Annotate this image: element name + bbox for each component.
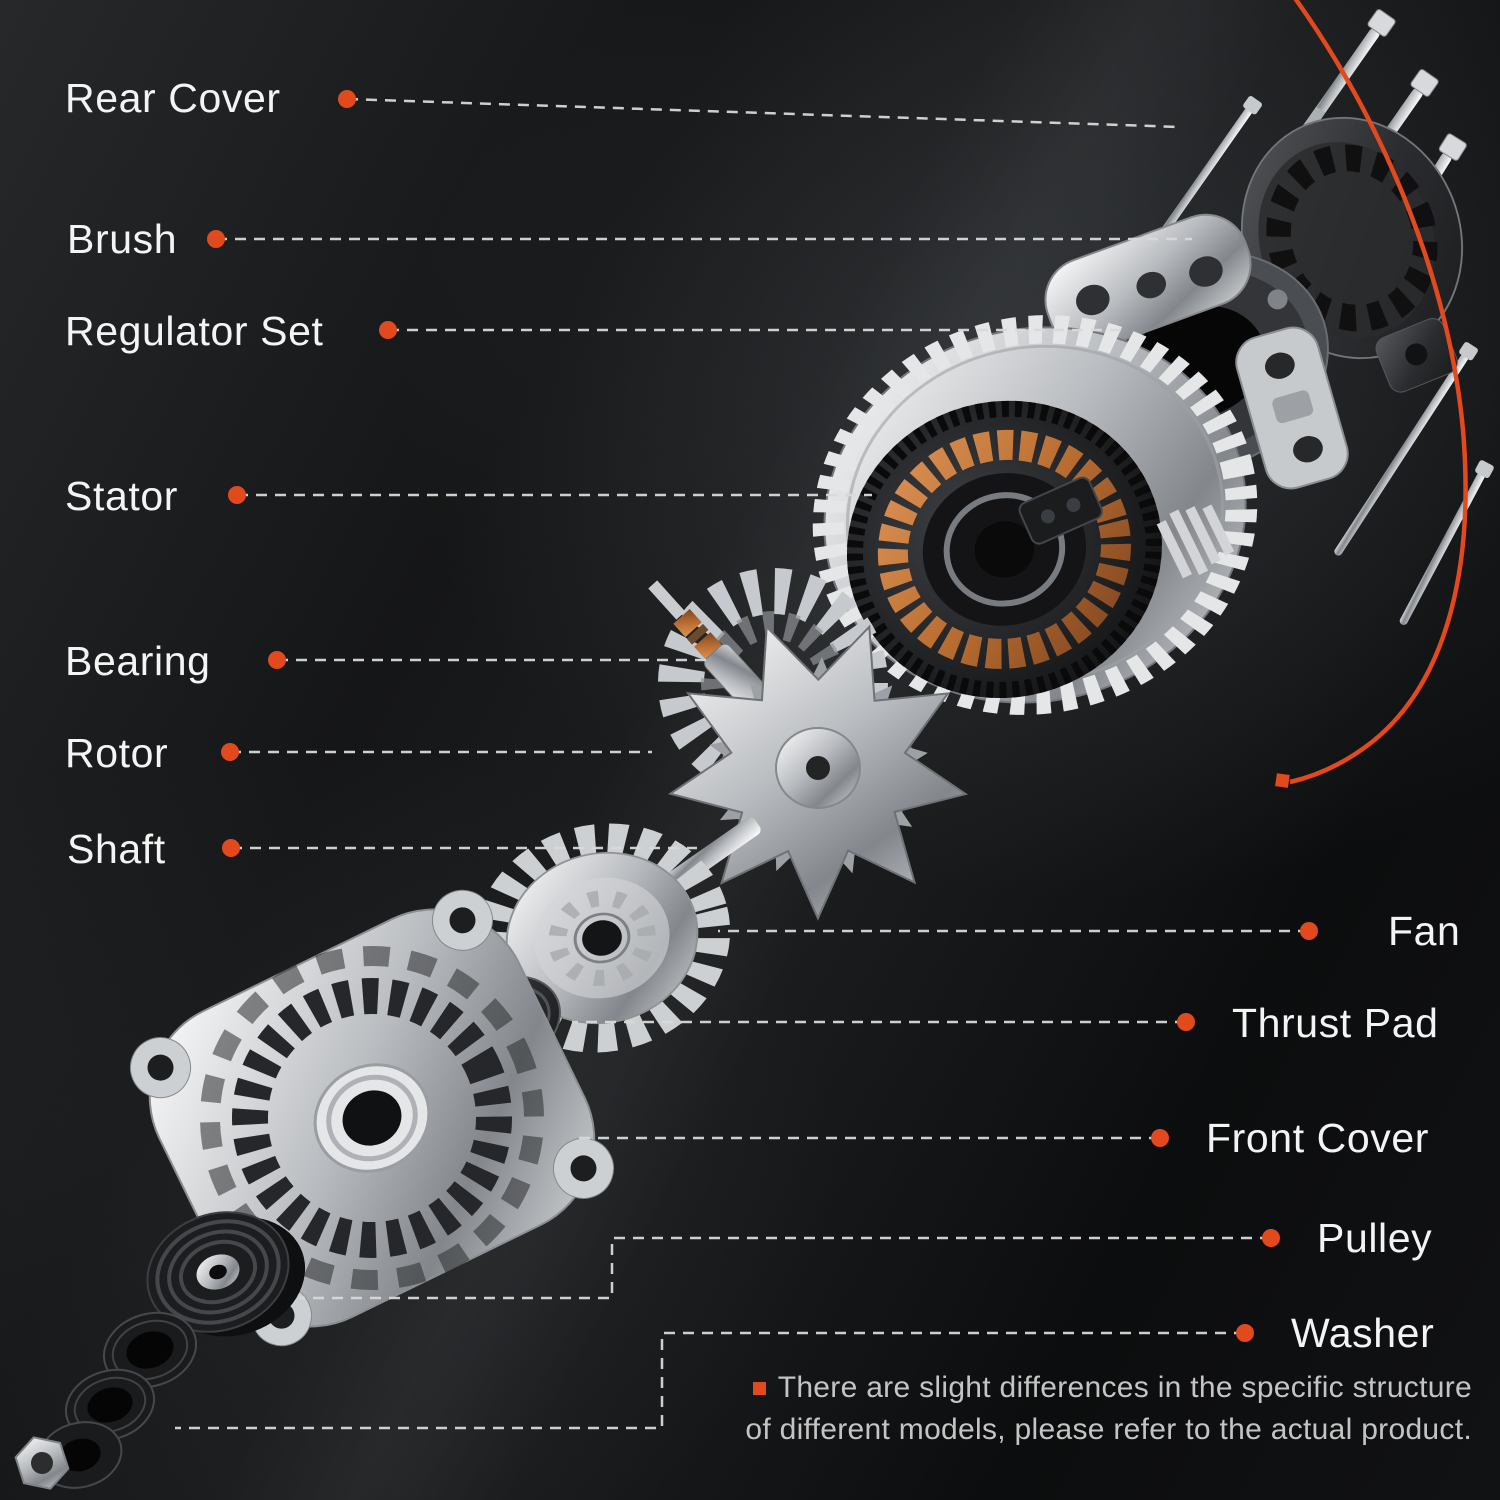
leader-washer [175,1331,1245,1430]
label-front-cover: Front Cover [1206,1115,1430,1161]
lock-nut-art [14,1436,70,1490]
label-pulley: Pulley [1317,1215,1433,1261]
dot-bearing [268,651,286,669]
leader-pulley [300,1236,1271,1300]
dot-rear-cover [338,90,356,108]
label-stator: Stator [65,473,178,519]
dot-front-cover [1151,1129,1169,1147]
label-dots [207,90,1318,1342]
washer-art [102,1311,198,1389]
leader-lines [175,97,1309,1430]
disclaimer-bullet-icon [752,1381,766,1395]
accent-curve [1275,0,1468,788]
label-regulator-set: Regulator Set [65,308,324,354]
front-cover-art [130,889,614,1347]
through-stud [1334,342,1478,556]
pulley-art [146,1211,306,1337]
label-brush: Brush [67,216,178,262]
through-stud [1399,460,1494,625]
stator-art [812,315,1258,715]
label-shaft: Shaft [67,826,166,872]
disclaimer-line-2: of different models, please refer to the… [745,1413,1472,1447]
dot-regulator-set [379,321,397,339]
dot-thrust-pad [1177,1013,1195,1031]
dot-rotor [221,743,239,761]
dot-stator [228,486,246,504]
regulator-set-art [1235,326,1349,490]
dot-brush [207,230,225,248]
label-washer: Washer [1291,1310,1435,1356]
label-bearing: Bearing [65,638,211,684]
dot-fan [1300,922,1318,940]
dot-shaft [222,839,240,857]
brush-holder-art [1044,213,1252,351]
dot-washer [1236,1324,1254,1342]
label-rotor: Rotor [65,730,169,776]
rotor-art [634,568,969,921]
leader-rear-cover [346,97,1181,129]
disclaimer: There are slight differences in the spec… [745,1367,1472,1452]
disclaimer-line-1: There are slight differences in the spec… [745,1367,1472,1410]
label-thrust-pad: Thrust Pad [1232,1000,1439,1046]
label-fan: Fan [1388,908,1461,954]
dot-pulley [1262,1229,1280,1247]
label-rear-cover: Rear Cover [65,75,281,121]
